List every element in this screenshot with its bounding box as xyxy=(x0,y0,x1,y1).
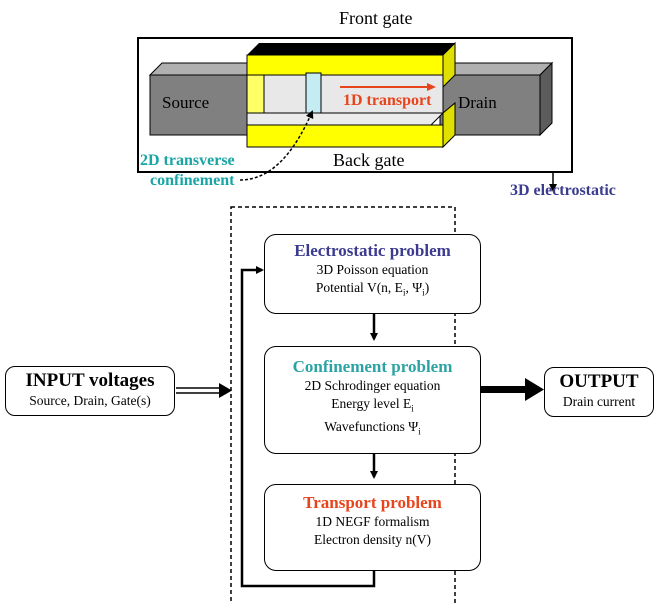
transport-box: Transport problem 1D NEGF formalism Elec… xyxy=(264,484,481,571)
electrostatic-line2: Potential V(n, Ei, Ψi) xyxy=(315,280,430,298)
confinement-label-line2: confinement xyxy=(150,172,235,189)
confinement-box: Confinement problem 2D Schrodinger equat… xyxy=(264,346,481,454)
device-outline xyxy=(137,37,573,173)
confinement-label: 2D transverse confinement xyxy=(140,151,235,191)
channel xyxy=(246,72,444,118)
output-box: OUTPUT Drain current xyxy=(544,367,654,417)
input-title: INPUT voltages xyxy=(25,370,155,391)
output-title: OUTPUT xyxy=(559,371,639,392)
electrostatic-line1: 3D Poisson equation xyxy=(316,262,429,277)
confinement-slab xyxy=(305,72,322,118)
confinement-title: Confinement problem xyxy=(292,357,453,376)
feedback-loop-arrow xyxy=(240,266,376,588)
drain-label: Drain xyxy=(458,93,497,112)
transport-line2: Electron density n(V) xyxy=(314,532,431,547)
front-gate xyxy=(246,41,456,89)
electrostatic-box: Electrostatic problem 3D Poisson equatio… xyxy=(264,234,481,314)
source-block xyxy=(148,62,264,136)
output-detail: Drain current xyxy=(562,394,636,409)
input-arrow xyxy=(176,383,232,398)
confinement-line2: Energy level Ei xyxy=(331,396,414,414)
electrostatic-title: Electrostatic problem xyxy=(294,241,451,260)
input-box: INPUT voltages Source, Drain, Gate(s) xyxy=(5,366,175,416)
front-gate-label: Front gate xyxy=(339,8,413,28)
transport-line1: 1D NEGF formalism xyxy=(315,514,430,529)
electrostatic-label: 3D electrostatic xyxy=(510,182,616,199)
confinement-label-line1: 2D transverse xyxy=(140,152,235,169)
output-arrow xyxy=(457,378,544,401)
input-detail: Source, Drain, Gate(s) xyxy=(29,393,151,408)
source-label: Source xyxy=(162,93,210,112)
confinement-line3: Wavefunctions Ψi xyxy=(324,418,421,437)
back-gate-label: Back gate xyxy=(333,150,405,170)
transport-label: 1D transport xyxy=(343,92,432,109)
transport-title: Transport problem xyxy=(303,493,442,512)
drain-block xyxy=(438,61,554,137)
confinement-line1: 2D Schrodinger equation xyxy=(304,378,441,393)
